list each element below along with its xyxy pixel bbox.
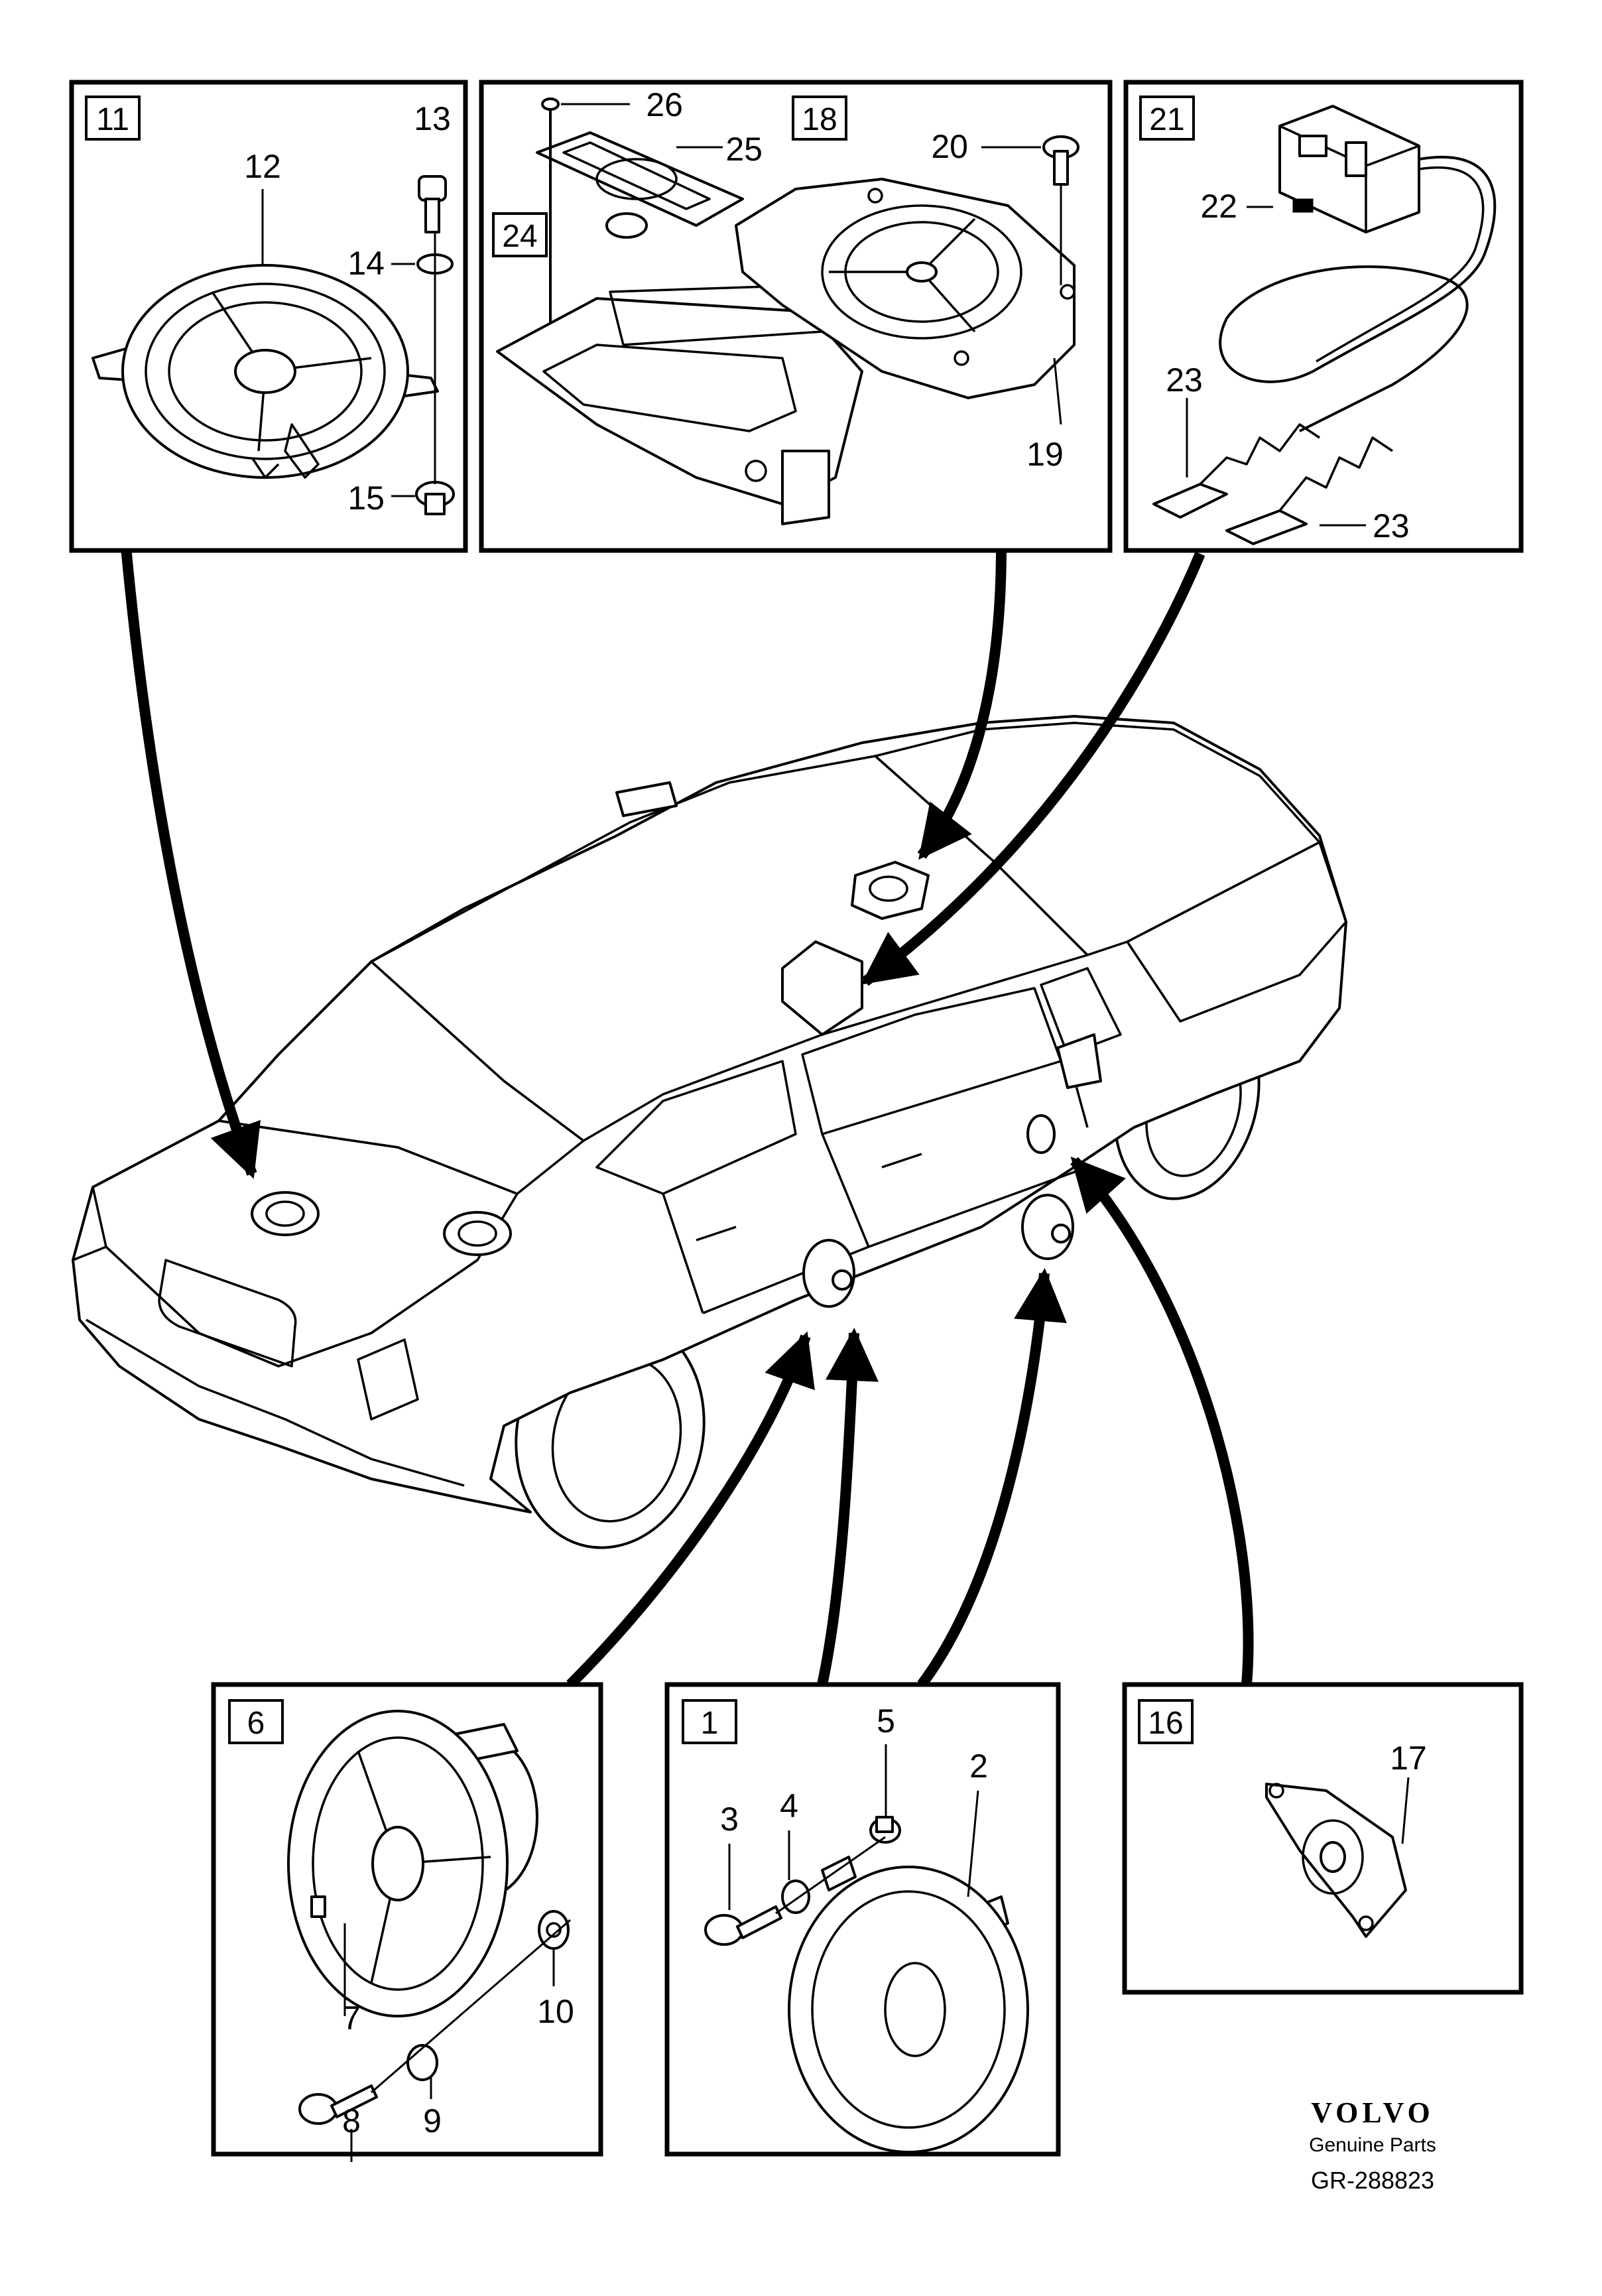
panel-1: 1 3 4 5 2 [664, 1682, 1061, 2157]
speaker-6-illustration [287, 1710, 538, 2017]
callout-arrows [121, 546, 1254, 1689]
callout-13: 13 [414, 100, 451, 137]
panel-tag-label: 11 [96, 102, 129, 137]
washer-9-illustration [406, 2044, 438, 2081]
volvo-logo: VOLVO [1311, 2096, 1434, 2129]
callout-14: 14 [347, 245, 385, 282]
washer-4-illustration [781, 1880, 810, 1914]
bolt-8-illustration [298, 2084, 378, 2125]
panel-tag-label: 21 [1149, 102, 1184, 137]
callout-4: 4 [780, 1787, 798, 1824]
panel-tag-label: 18 [802, 102, 837, 137]
terminal-23-illustration [1152, 423, 1393, 545]
speaker-illustration [92, 264, 439, 479]
panel-tag-label: 1 [701, 1706, 719, 1741]
screw-26-illustration [541, 97, 560, 358]
speaker-cover-illustration [735, 178, 1076, 399]
tweeter-17-illustration [1265, 1783, 1407, 1938]
callout-10: 10 [537, 1993, 574, 2030]
footer: VOLVO Genuine Parts GR-288823 [1309, 2096, 1436, 2194]
panel-tag [1138, 1699, 1194, 1744]
panel-tag-label: 6 [247, 1706, 265, 1741]
panel-tag [1139, 96, 1195, 141]
panel-tag-24-label: 24 [502, 219, 537, 254]
panel-tag [682, 1699, 737, 1744]
panel-tag [85, 96, 141, 141]
panel-6: 6 7 8 9 10 [211, 1682, 603, 2162]
bolt-3-illustration [704, 1905, 782, 1946]
connector-22-illustration [1278, 105, 1420, 233]
screw-20-illustration [1042, 135, 1079, 285]
car-illustration [72, 715, 1347, 1549]
mounting-tray-illustration [496, 284, 863, 525]
panel-21: 21 22 23 23 [1123, 80, 1524, 553]
speaker-25-illustration [536, 131, 744, 239]
callout-2: 2 [969, 1748, 988, 1785]
callout-23-top: 23 [1166, 361, 1203, 399]
callout-25: 25 [725, 131, 763, 168]
callout-17: 17 [1390, 1740, 1427, 1777]
callout-12: 12 [244, 148, 281, 185]
speaker-1-illustration [788, 1856, 1029, 2153]
callout-9: 9 [423, 2102, 442, 2139]
callout-5: 5 [877, 1702, 895, 1740]
screw-13-illustration [418, 175, 447, 233]
nut-5-illustration [869, 1816, 901, 1844]
panel-16: 16 17 [1122, 1682, 1524, 1995]
panel-11: 11 12 13 14 15 [69, 80, 468, 553]
diagram-code: GR-288823 [1311, 2167, 1434, 2194]
footer-subtitle: Genuine Parts [1309, 2134, 1436, 2156]
panel-tag-label: 16 [1148, 1706, 1183, 1741]
panel-tag-24 [492, 212, 548, 257]
panel-18: 18 24 [479, 80, 1113, 553]
callout-23-bottom: 23 [1373, 507, 1410, 544]
callout-22: 22 [1200, 188, 1237, 225]
panel-tag [792, 96, 847, 141]
nut-15-illustration [415, 481, 455, 515]
callout-15: 15 [347, 479, 385, 517]
nut-10-illustration [538, 1910, 570, 1950]
callout-20: 20 [931, 128, 968, 165]
callout-8: 8 [342, 2102, 361, 2139]
callout-26: 26 [646, 86, 683, 123]
callout-19: 19 [1026, 436, 1064, 473]
panel-tag [228, 1699, 284, 1744]
callout-3: 3 [720, 1801, 739, 1838]
callout-7: 7 [342, 2000, 361, 2037]
